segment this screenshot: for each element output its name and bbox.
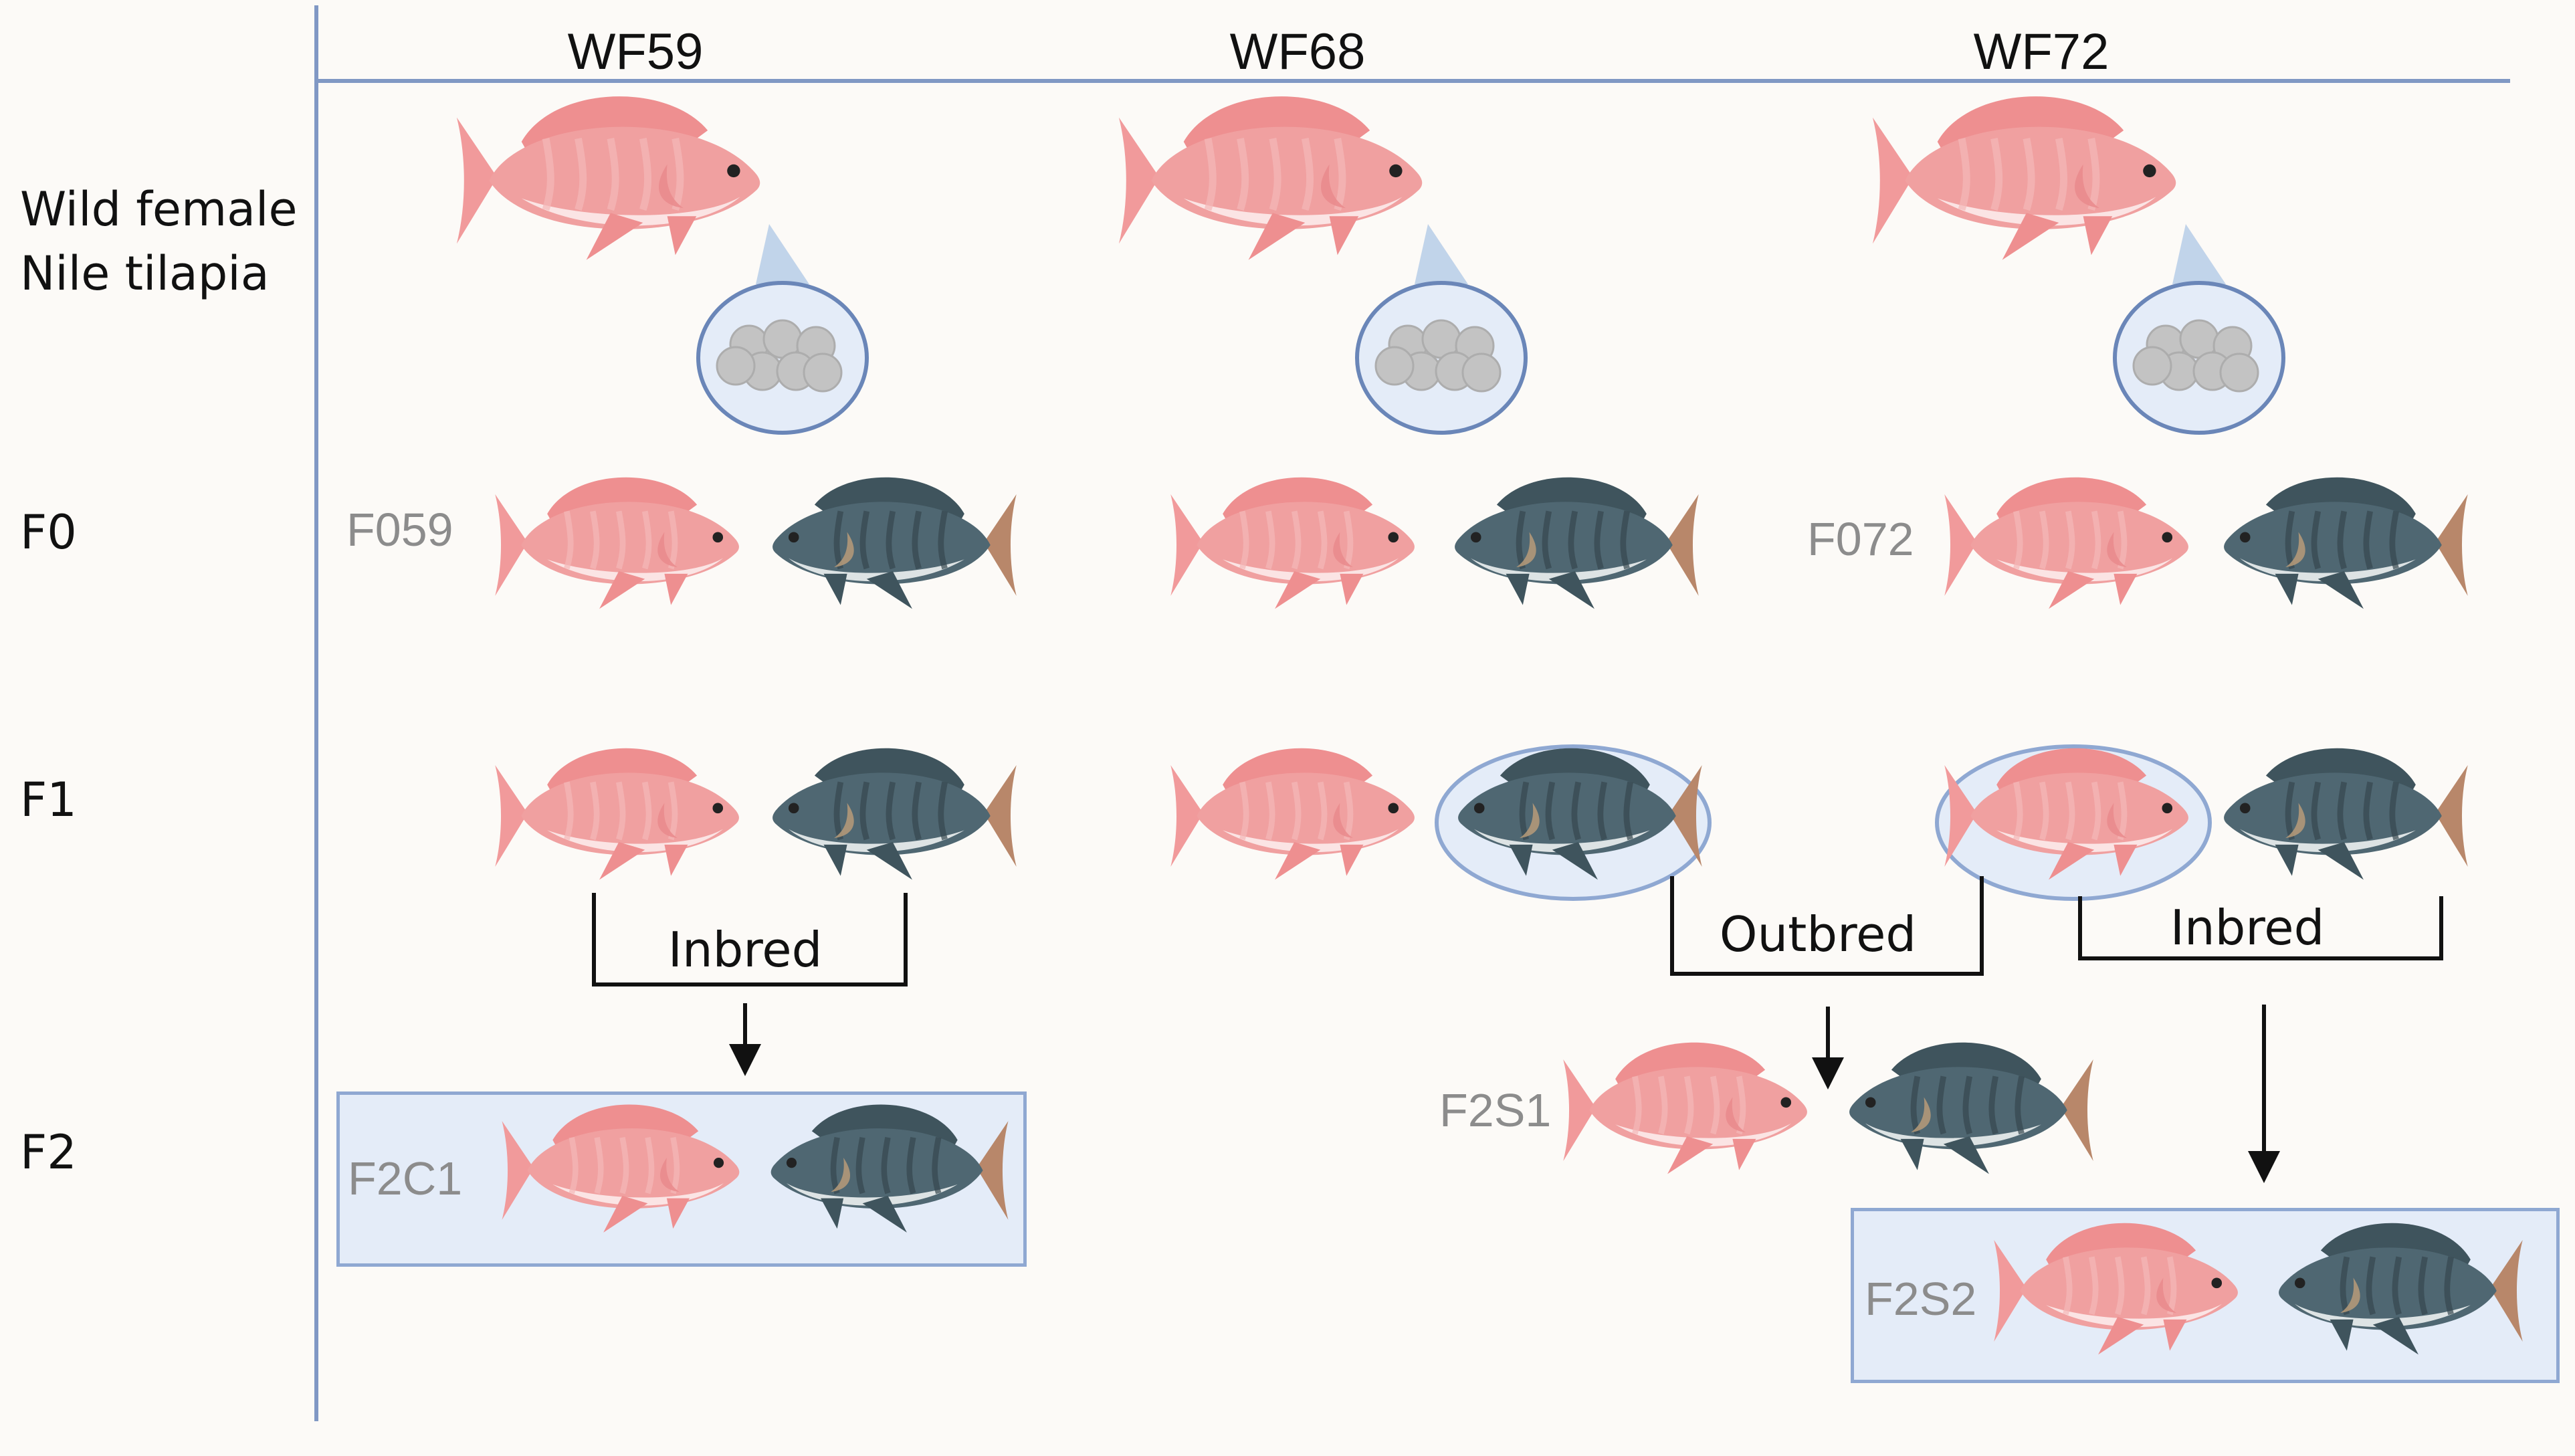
cross-label-outbred: Outbred — [1719, 906, 1917, 962]
red-tilapia-icon — [1170, 748, 1415, 880]
red-tilapia-icon — [495, 748, 739, 880]
strain-label-f2s2: F2S2 — [1865, 1273, 1977, 1325]
red-tilapia-icon — [456, 96, 760, 260]
bracket-outbred — [1670, 876, 1984, 976]
red-tilapia-icon — [1944, 748, 2188, 880]
red-tilapia-icon — [1170, 477, 1415, 609]
bracket-inbred-left — [592, 893, 908, 986]
red-tilapia-icon — [1872, 96, 2176, 260]
red-tilapia-icon — [1118, 96, 1423, 260]
cross-label-inbred-right: Inbred — [2170, 900, 2325, 956]
strain-label-f059: F059 — [346, 504, 453, 556]
dark-tilapia-icon — [1458, 748, 1702, 880]
egg-cluster-icon — [1355, 224, 1528, 435]
dark-tilapia-icon — [2224, 748, 2468, 880]
column-header-wf68: WF68 — [1229, 23, 1366, 80]
dark-tilapia-icon — [1849, 1042, 2093, 1174]
dark-tilapia-icon — [770, 1104, 1009, 1233]
red-tilapia-icon — [502, 1104, 740, 1233]
red-tilapia-icon — [1994, 1223, 2238, 1355]
egg-cluster-icon — [2113, 224, 2285, 435]
strain-label-f2s1: F2S1 — [1439, 1084, 1552, 1136]
strain-label-f2c1: F2C1 — [348, 1152, 463, 1205]
red-tilapia-icon — [495, 477, 739, 609]
dark-tilapia-icon — [772, 748, 1017, 880]
row-label-wild: Wild female Nile tilapia — [20, 177, 298, 306]
dark-tilapia-icon — [1455, 477, 1699, 609]
row-label-wild-line2: Nile tilapia — [20, 246, 270, 301]
column-header-wf72: WF72 — [1973, 23, 2109, 80]
column-header-wf59: WF59 — [567, 23, 704, 80]
row-label-wild-line1: Wild female — [20, 182, 298, 237]
red-tilapia-icon — [1944, 477, 2188, 609]
bracket-inbred-right — [2078, 896, 2443, 960]
strain-label-f072: F072 — [1807, 513, 1914, 565]
cross-label-inbred-left: Inbred — [667, 922, 823, 978]
row-label-f1: F1 — [20, 772, 77, 827]
red-tilapia-icon — [1563, 1042, 1807, 1174]
egg-cluster-icon — [696, 224, 869, 435]
dark-tilapia-icon — [2224, 477, 2468, 609]
row-label-f2: F2 — [20, 1125, 77, 1180]
row-label-f0: F0 — [20, 505, 77, 560]
dark-tilapia-icon — [2279, 1223, 2523, 1355]
dark-tilapia-icon — [772, 477, 1017, 609]
